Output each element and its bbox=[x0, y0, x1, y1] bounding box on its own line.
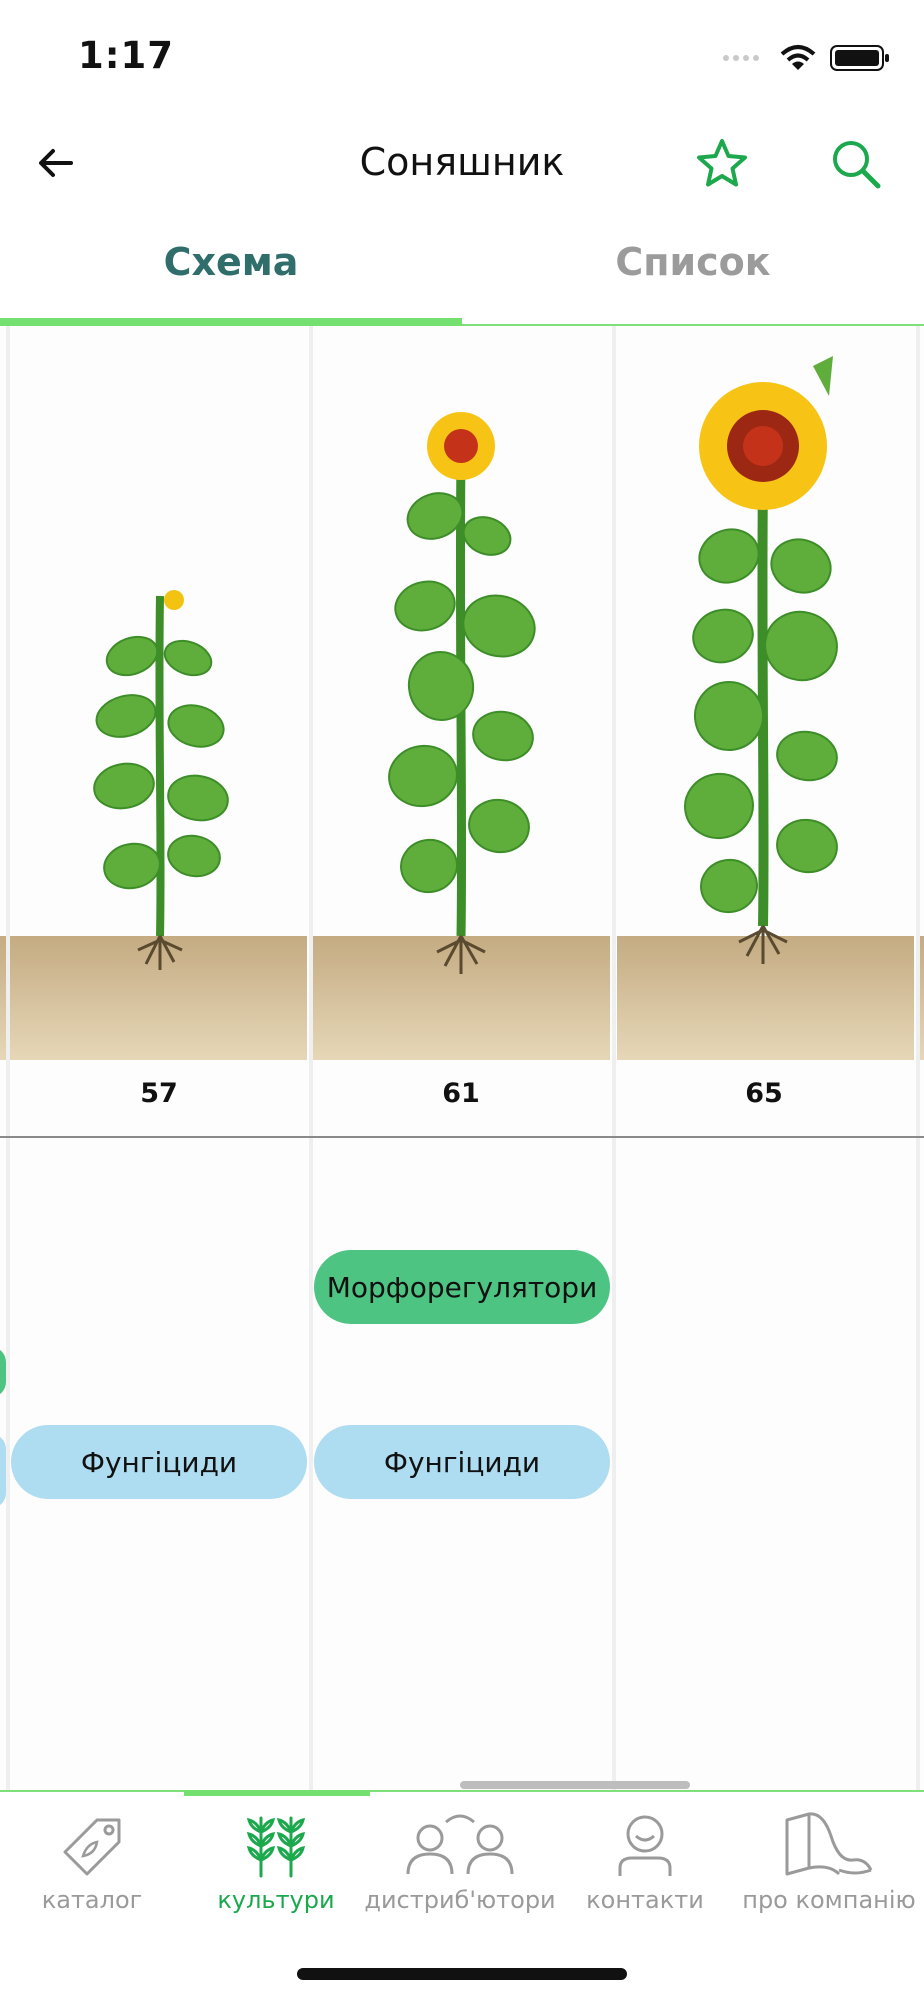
nav-label: дистриб'ютори bbox=[364, 1886, 556, 1914]
wifi-icon bbox=[780, 45, 816, 70]
morphoregulators-pill-stage-61[interactable]: Морфорегулятори bbox=[314, 1250, 610, 1324]
signal-icon bbox=[723, 55, 759, 61]
nav-label: культури bbox=[217, 1886, 335, 1914]
page-title: Соняшник bbox=[359, 140, 565, 184]
nav-active-indicator bbox=[184, 1790, 370, 1796]
arrow-left-icon bbox=[39, 149, 73, 177]
nav-top-line bbox=[0, 1790, 924, 1792]
soil-strip bbox=[0, 936, 6, 1060]
nav-item-distributors[interactable]: дистриб'ютори bbox=[364, 1808, 556, 1932]
sunflower-stage-57-illustration bbox=[93, 590, 229, 970]
column-separator bbox=[309, 326, 313, 1790]
status-icons bbox=[722, 40, 890, 76]
search-icon bbox=[833, 141, 881, 189]
stage-number: 57 bbox=[140, 1078, 178, 1109]
nav-item-contacts[interactable]: контакти bbox=[553, 1808, 737, 1932]
fungicides-pill-stage-57[interactable]: Фунгіциди bbox=[11, 1425, 307, 1499]
horizontal-scrollbar[interactable] bbox=[460, 1781, 690, 1789]
sunflower-stage-65-illustration bbox=[684, 356, 838, 964]
person-icon bbox=[618, 1815, 672, 1876]
sunflower-stage-61-illustration bbox=[388, 412, 536, 974]
soil-strip bbox=[920, 936, 924, 1060]
nav-label: про компанію bbox=[742, 1886, 916, 1914]
people-icon bbox=[406, 1814, 514, 1875]
status-time: 1:17 bbox=[78, 34, 175, 77]
wheat-icon bbox=[246, 1816, 306, 1878]
nav-item-about-company[interactable]: про компанію bbox=[737, 1808, 921, 1932]
stages-divider bbox=[0, 1136, 924, 1138]
fungicides-pill-stage-61[interactable]: Фунгіциди bbox=[314, 1425, 610, 1499]
nav-label: каталог bbox=[41, 1886, 143, 1914]
stage-number: 65 bbox=[745, 1078, 783, 1109]
tabs-divider bbox=[0, 324, 924, 326]
tag-icon bbox=[63, 1818, 121, 1876]
tab-list[interactable]: Список bbox=[615, 240, 771, 284]
growth-stage-scheme[interactable]: 57 61 65 Фунгіциди Морфорегулятори Фунгі… bbox=[0, 326, 924, 1790]
column-separator bbox=[916, 326, 920, 1790]
tab-schema[interactable]: Схема bbox=[163, 240, 299, 284]
column-separator bbox=[6, 326, 10, 1790]
nav-item-catalog[interactable]: каталог bbox=[0, 1808, 184, 1932]
search-button[interactable] bbox=[828, 136, 884, 192]
soil-strip bbox=[617, 936, 914, 1060]
bottom-navigation: каталог культури дистриб'ютори bbox=[0, 1790, 924, 2000]
star-icon bbox=[697, 139, 747, 187]
home-indicator bbox=[297, 1968, 627, 1980]
offscreen-treatment-pill[interactable] bbox=[0, 1347, 6, 1397]
nav-label: контакти bbox=[586, 1886, 704, 1914]
map-icon bbox=[785, 1812, 873, 1876]
column-separator bbox=[612, 326, 616, 1790]
active-tab-indicator bbox=[0, 318, 462, 326]
stage-number: 61 bbox=[442, 1078, 480, 1109]
offscreen-treatment-pill[interactable] bbox=[0, 1434, 6, 1508]
favorite-button[interactable] bbox=[694, 136, 750, 192]
nav-item-crops[interactable]: культури bbox=[184, 1808, 368, 1932]
battery-icon bbox=[830, 45, 889, 71]
back-button[interactable] bbox=[28, 136, 82, 190]
